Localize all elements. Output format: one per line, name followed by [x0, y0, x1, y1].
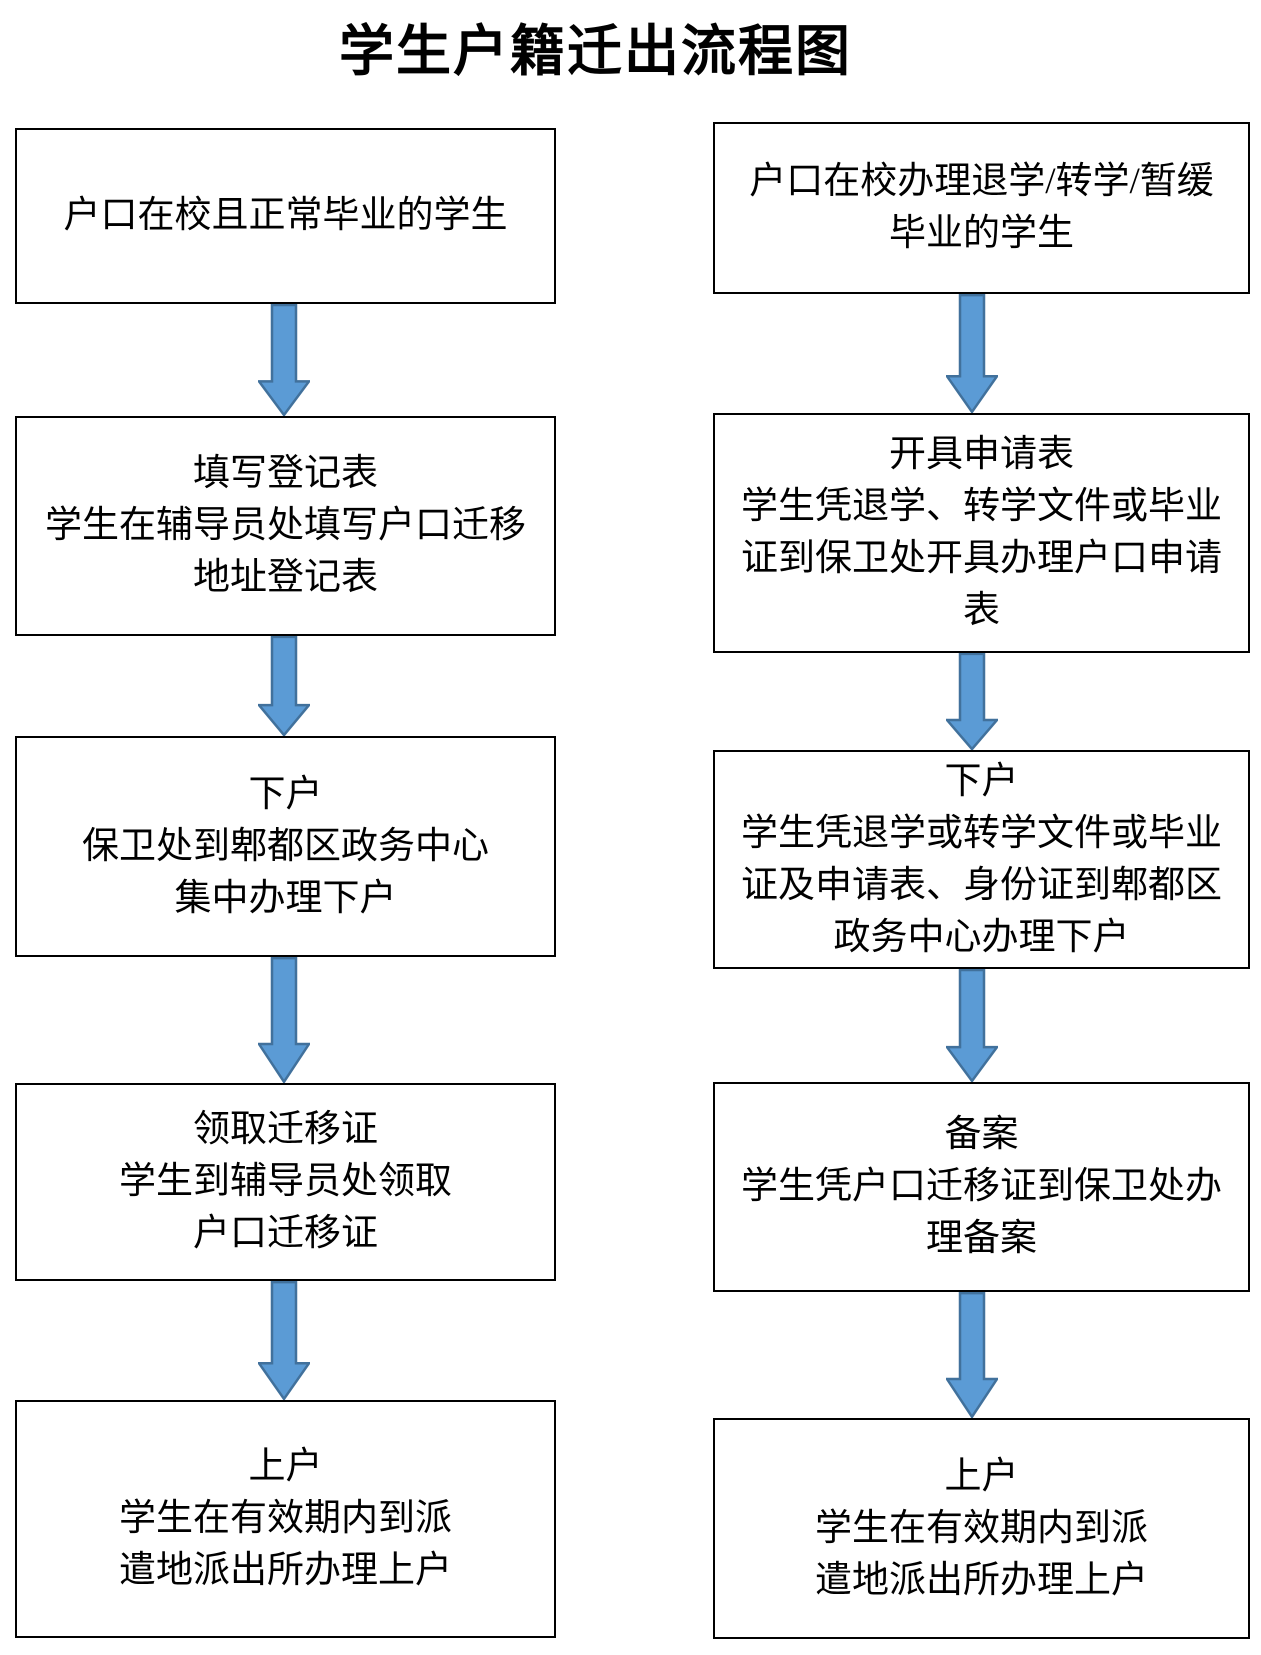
- down-arrow-shape: [947, 654, 997, 749]
- step-body: 学生在辅导员处填写户口迁移 地址登记表: [45, 505, 526, 598]
- down-arrow-icon: [258, 304, 310, 416]
- step-heading: 上户: [248, 1446, 323, 1487]
- down-arrow-shape: [259, 637, 309, 735]
- step-body: 学生凭退学或转学文件或毕业 证及申请表、身份证到郫都区 政务中心办理下户: [741, 812, 1222, 958]
- down-arrow-icon: [946, 653, 998, 750]
- step-heading: 备案: [944, 1114, 1019, 1155]
- step-body: 学生在有效期内到派 遣地派出所办理上户: [119, 1498, 452, 1591]
- down-arrow-shape: [259, 958, 309, 1082]
- down-arrow-shape: [259, 1282, 309, 1399]
- down-arrow-icon: [258, 1281, 310, 1400]
- flow-box-right-1: 户口在校办理退学/转学/暂缓 毕业的学生: [713, 122, 1250, 294]
- flow-box-left-5: 上户 学生在有效期内到派 遣地派出所办理上户: [15, 1400, 556, 1638]
- flow-box-right-3: 下户 学生凭退学或转学文件或毕业 证及申请表、身份证到郫都区 政务中心办理下户: [713, 750, 1250, 969]
- step-body: 学生到辅导员处领取 户口迁移证: [119, 1161, 452, 1254]
- down-arrow-shape: [947, 295, 997, 412]
- diagram-title: 学生户籍迁出流程图: [338, 21, 852, 82]
- step-body: 户口在校且正常毕业的学生: [63, 195, 508, 236]
- step-body: 学生凭退学、转学文件或毕业 证到保卫处开具办理户口申请 表: [741, 486, 1222, 631]
- step-heading: 下户: [944, 760, 1019, 802]
- flow-box-left-1: 户口在校且正常毕业的学生: [15, 128, 556, 304]
- step-body: 学生凭户口迁移证到保卫处办 理备案: [741, 1166, 1222, 1259]
- flow-box-right-4: 备案 学生凭户口迁移证到保卫处办 理备案: [713, 1082, 1250, 1292]
- flow-box-right-2: 开具申请表 学生凭退学、转学文件或毕业 证到保卫处开具办理户口申请 表: [713, 413, 1250, 653]
- step-heading: 开具申请表: [889, 434, 1074, 475]
- step-body: 户口在校办理退学/转学/暂缓 毕业的学生: [749, 161, 1214, 254]
- flow-box-right-5: 上户 学生在有效期内到派 遣地派出所办理上户: [713, 1418, 1250, 1639]
- down-arrow-shape: [947, 970, 997, 1081]
- down-arrow-icon: [258, 636, 310, 736]
- down-arrow-icon: [946, 969, 998, 1082]
- step-heading: 领取迁移证: [193, 1109, 378, 1150]
- step-body: 保卫处到郫都区政务中心 集中办理下户: [82, 825, 489, 919]
- flow-box-left-3: 下户 保卫处到郫都区政务中心 集中办理下户: [15, 736, 556, 957]
- step-body: 学生在有效期内到派 遣地派出所办理上户: [815, 1507, 1148, 1601]
- down-arrow-shape: [947, 1293, 997, 1417]
- step-heading: 填写登记表: [193, 453, 378, 494]
- down-arrow-icon: [258, 957, 310, 1083]
- flow-box-left-4: 领取迁移证 学生到辅导员处领取 户口迁移证: [15, 1083, 556, 1281]
- down-arrow-shape: [259, 305, 309, 415]
- down-arrow-icon: [946, 1292, 998, 1418]
- down-arrow-icon: [946, 294, 998, 413]
- flow-box-left-2: 填写登记表 学生在辅导员处填写户口迁移 地址登记表: [15, 416, 556, 636]
- step-heading: 下户: [248, 773, 323, 815]
- step-heading: 上户: [944, 1455, 1019, 1497]
